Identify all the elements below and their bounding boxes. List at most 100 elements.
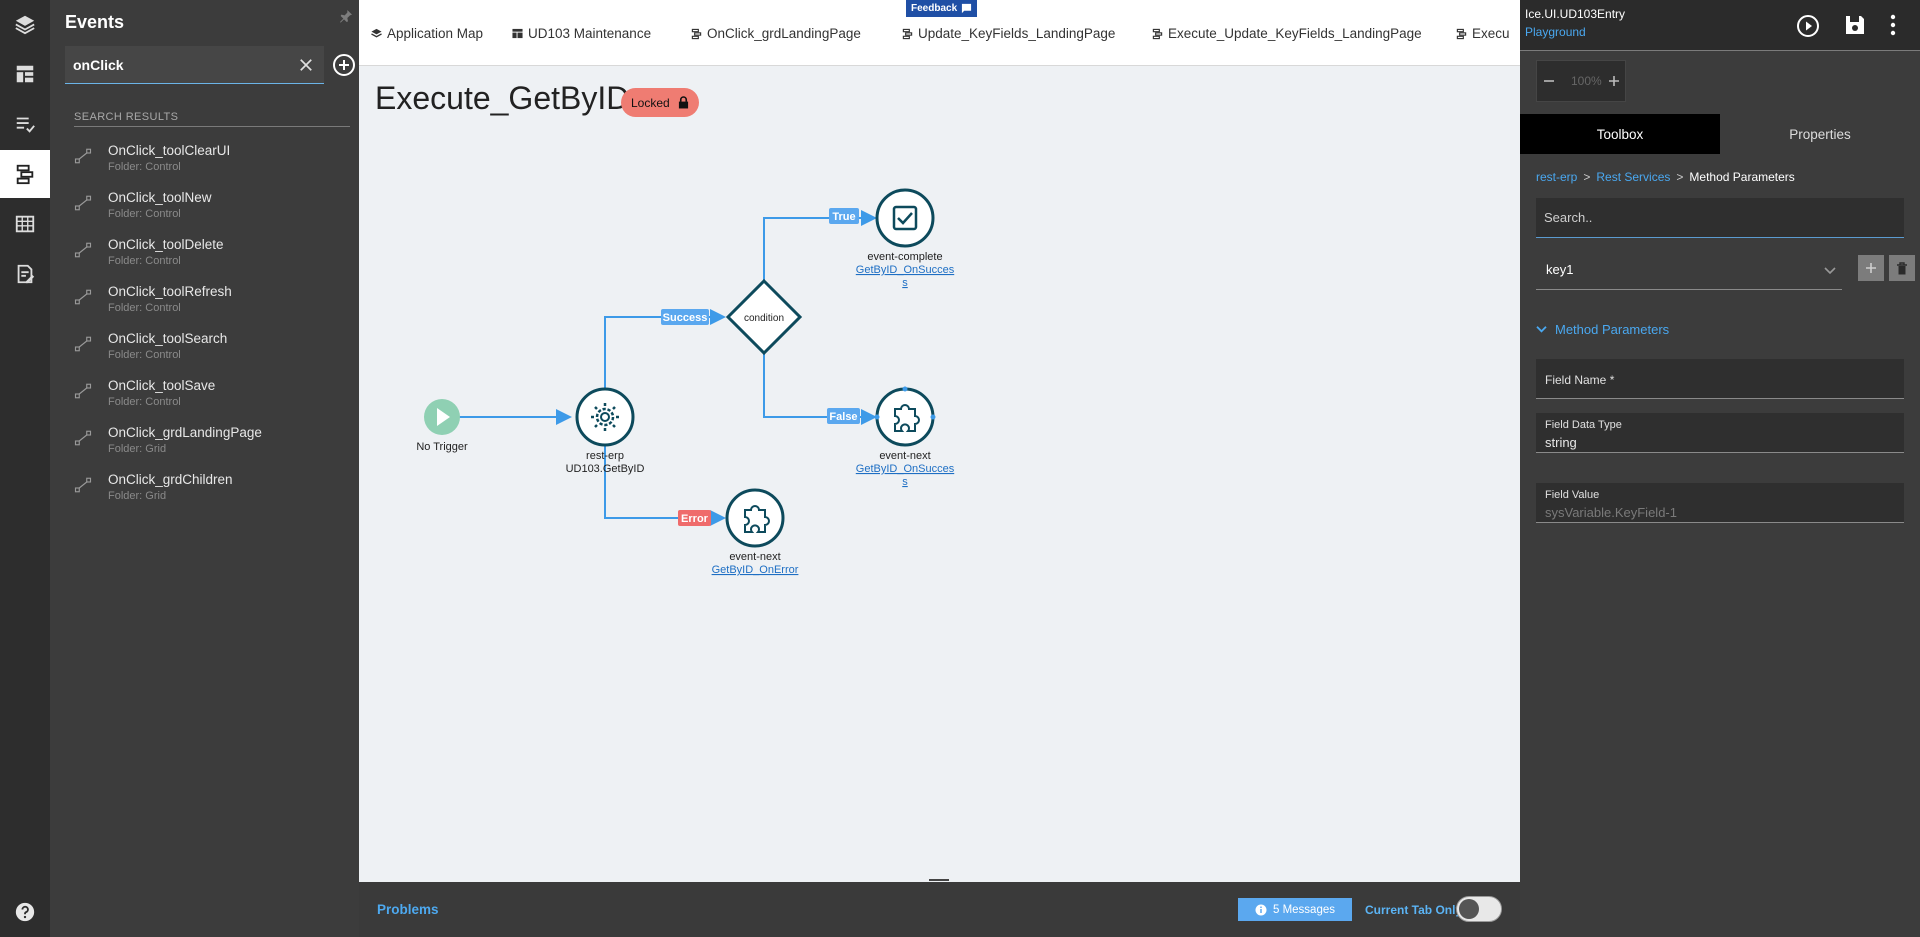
rail-layout[interactable]	[0, 50, 50, 98]
event-name: OnClick_toolClearUI	[108, 143, 231, 158]
event-next-success-link-cont[interactable]: s	[902, 476, 908, 488]
problems-bar: Problems 5 Messages Current Tab Only	[359, 879, 1520, 937]
error-badge: Error	[678, 510, 711, 526]
field-value-input[interactable]: Field Value sysVariable.KeyField-1	[1536, 483, 1904, 523]
event-result-item[interactable]: OnClick_toolSave Folder: Control	[74, 378, 354, 418]
event-folder: Folder: Control	[108, 396, 181, 408]
gear-icon	[591, 403, 619, 431]
current-tab-only-toggle[interactable]	[1456, 896, 1502, 922]
rail-events[interactable]	[0, 150, 50, 198]
divider	[74, 126, 350, 127]
edge-false[interactable]	[763, 354, 877, 425]
event-search-box	[65, 46, 324, 84]
condition-label: condition	[744, 313, 784, 324]
event-result-item[interactable]: OnClick_toolClearUI Folder: Control	[74, 143, 354, 183]
tab-label: UD103 Maintenance	[528, 26, 652, 41]
add-event-icon[interactable]	[332, 53, 356, 77]
event-result-item[interactable]: OnClick_toolSearch Folder: Control	[74, 331, 354, 371]
event-folder: Folder: Grid	[108, 490, 167, 502]
feedback-button[interactable]: Feedback	[906, 0, 978, 17]
event-result-item[interactable]: OnClick_toolNew Folder: Control	[74, 190, 354, 230]
tab-toolbox[interactable]: Toolbox	[1520, 114, 1720, 154]
field-value-label: Field Value	[1545, 489, 1600, 501]
rail-document[interactable]	[0, 250, 50, 298]
add-key-button[interactable]	[1858, 255, 1884, 281]
tab-properties[interactable]: Properties	[1720, 114, 1920, 154]
breadcrumb-rest-services[interactable]: Rest Services	[1596, 170, 1671, 184]
event-next-success-node[interactable]: event-next GetByID_OnSucces s	[856, 386, 955, 489]
pin-icon[interactable]	[338, 8, 354, 24]
trash-icon	[1897, 261, 1907, 274]
key-select-value: key1	[1546, 262, 1574, 277]
tab-application-map[interactable]: Application Map	[371, 26, 483, 41]
event-next-success-link[interactable]: GetByID_OnSucces	[856, 463, 955, 475]
breadcrumb-rest-erp[interactable]: rest-erp	[1536, 170, 1578, 184]
event-next-error-label: event-next	[729, 551, 780, 563]
resize-handle[interactable]	[929, 879, 949, 881]
toolbox-search-input[interactable]	[1544, 210, 1884, 225]
condition-node[interactable]: condition	[725, 278, 803, 356]
event-result-item[interactable]: OnClick_grdLandingPage Folder: Grid	[74, 425, 354, 465]
flow-canvas[interactable]	[359, 66, 1520, 882]
false-label: False	[829, 411, 857, 423]
zoom-out-icon[interactable]	[1543, 75, 1555, 87]
event-complete-node[interactable]: event-complete GetByID_OnSucces s	[856, 188, 955, 289]
event-result-item[interactable]: OnClick_grdChildren Folder: Grid	[74, 472, 354, 512]
tab-onclick-grdlandingpage[interactable]: OnClick_grdLandingPage	[691, 26, 861, 41]
tab-ud103-maintenance[interactable]: UD103 Maintenance	[512, 26, 651, 41]
panel-title: Events	[65, 12, 125, 32]
edge-success[interactable]	[604, 309, 726, 392]
field-data-type-select[interactable]: Field Data Type string	[1536, 413, 1904, 453]
rail-list-check[interactable]	[0, 100, 50, 148]
icon-rail	[0, 0, 50, 937]
event-name: OnClick_toolDelete	[108, 237, 224, 252]
event-folder: Folder: Control	[108, 208, 181, 220]
method-parameters-section-toggle[interactable]: Method Parameters	[1536, 322, 1669, 337]
rail-data-views[interactable]	[0, 200, 50, 248]
run-icon[interactable]	[1796, 14, 1820, 38]
tab-execute-truncated[interactable]: Execu	[1456, 26, 1510, 41]
error-label: Error	[681, 513, 709, 525]
event-search-input[interactable]	[73, 54, 283, 76]
locked-badge[interactable]: Locked	[621, 88, 699, 117]
zoom-in-icon[interactable]	[1608, 75, 1620, 87]
event-next-error-link[interactable]: GetByID_OnError	[712, 564, 799, 576]
port-right[interactable]	[930, 414, 936, 420]
event-result-item[interactable]: OnClick_toolRefresh Folder: Control	[74, 284, 354, 324]
play-icon	[437, 408, 450, 426]
event-name: OnClick_toolRefresh	[108, 284, 232, 299]
rail-application-map[interactable]	[0, 0, 50, 48]
search-results-label: SEARCH RESULTS	[74, 111, 179, 123]
event-complete-link-cont[interactable]: s	[902, 277, 908, 289]
more-vertical-icon[interactable]	[1887, 13, 1899, 37]
event-next-error-node[interactable]: event-next GetByID_OnError	[712, 488, 799, 576]
trigger-node[interactable]: No Trigger	[416, 399, 468, 453]
tab-update-keyfields-landingpage[interactable]: Update_KeyFields_LandingPage	[902, 26, 1115, 41]
delete-key-button[interactable]	[1889, 255, 1915, 281]
help-button[interactable]	[0, 888, 50, 936]
event-complete-label: event-complete	[867, 251, 942, 263]
event-folder: Folder: Control	[108, 161, 181, 173]
events-panel: Events SEARCH RESULTS OnClick_toolClearU…	[50, 0, 359, 937]
key-select[interactable]: key1	[1536, 252, 1842, 290]
event-complete-link[interactable]: GetByID_OnSucces	[856, 264, 955, 276]
section-title: Method Parameters	[1555, 322, 1670, 337]
messages-badge[interactable]: 5 Messages	[1238, 898, 1352, 921]
lock-icon	[678, 96, 688, 109]
breadcrumb: rest-erp>Rest Services>Method Parameters	[1536, 170, 1795, 184]
clear-search-icon[interactable]	[297, 56, 315, 74]
problems-tab[interactable]: Problems	[377, 902, 439, 917]
rest-erp-node[interactable]: rest-erp UD103.GetByID	[566, 387, 645, 475]
chevron-down-icon	[1536, 326, 1547, 333]
table-icon	[15, 215, 35, 233]
port-left[interactable]	[874, 414, 880, 420]
tab-execute-update-keyfields-landingpage[interactable]: Execute_Update_KeyFields_LandingPage	[1152, 26, 1422, 41]
events-icon	[1152, 28, 1163, 39]
port-top[interactable]	[902, 386, 908, 392]
event-result-item[interactable]: OnClick_toolDelete Folder: Control	[74, 237, 354, 277]
app-environment[interactable]: Playground	[1525, 25, 1586, 39]
event-flow-icon	[74, 336, 92, 352]
save-icon[interactable]	[1843, 13, 1867, 37]
field-name-input[interactable]: Field Name *	[1536, 359, 1904, 399]
